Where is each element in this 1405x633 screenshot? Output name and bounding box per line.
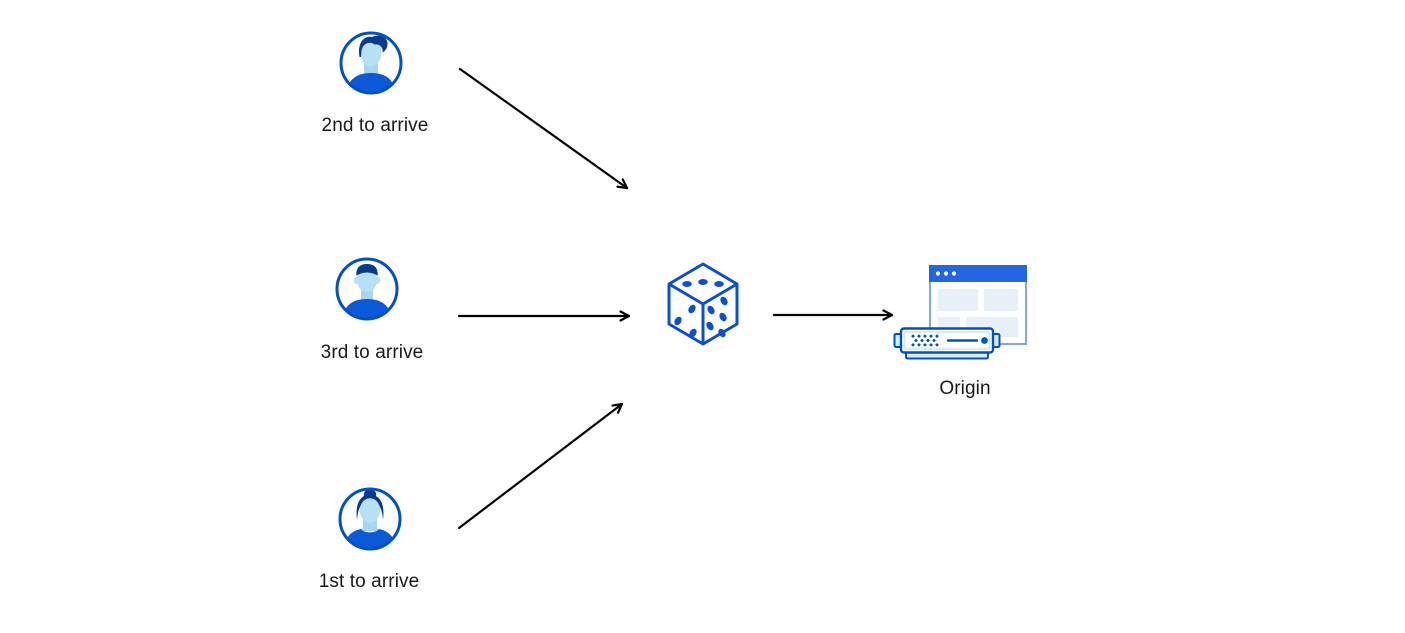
node-label-user-third: 3rd to arrive bbox=[320, 342, 424, 363]
node-user-second bbox=[338, 30, 404, 96]
origin-server-icon bbox=[893, 265, 1027, 360]
avatar-man-flattop-icon bbox=[335, 257, 399, 321]
server-led-dots bbox=[911, 334, 939, 347]
dice-icon bbox=[667, 262, 739, 346]
node-dice bbox=[663, 258, 743, 348]
avatar-woman-bun-icon bbox=[338, 487, 402, 551]
node-label-user-second: 2nd to arrive bbox=[321, 115, 429, 136]
node-user-first bbox=[337, 486, 403, 552]
node-label-user-first: 1st to arrive bbox=[318, 571, 420, 592]
avatar-man-quiff-icon bbox=[339, 31, 403, 95]
arrow-user-second-to-dice bbox=[458, 67, 629, 190]
node-user-third bbox=[334, 256, 400, 322]
node-label-origin: Origin bbox=[939, 378, 991, 399]
arrow-user-first-to-dice bbox=[457, 402, 624, 530]
node-origin bbox=[893, 258, 1033, 368]
